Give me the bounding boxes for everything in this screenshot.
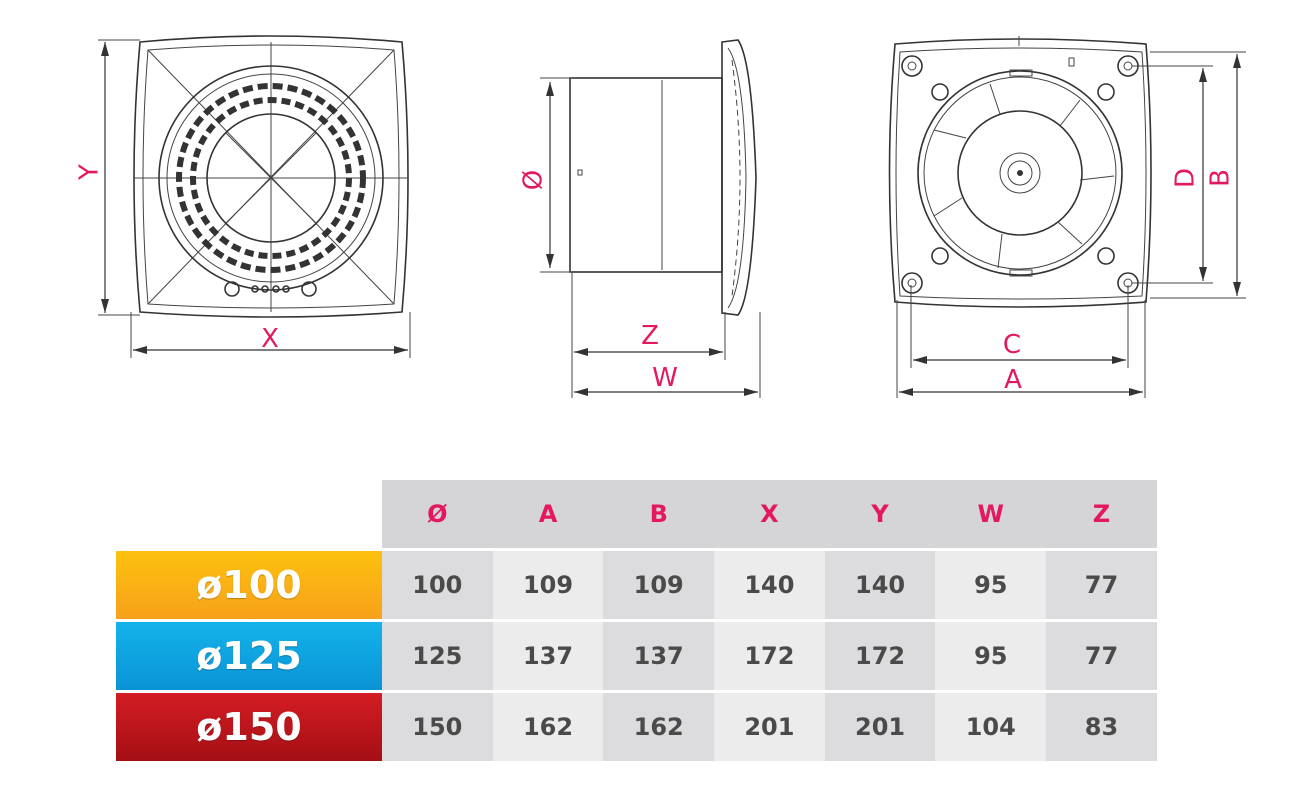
table-cell: 125 [382,622,493,690]
table-cell: 162 [492,693,604,761]
table-cell: 109 [603,551,715,619]
size-label: ø125 [116,622,382,690]
dim-label-a: A [1004,365,1022,395]
table-cell: 77 [1046,551,1157,619]
header-w: W [935,480,1047,548]
table-cell: 172 [714,622,825,690]
table-cell: 104 [935,693,1047,761]
header-z: Z [1046,480,1157,548]
dim-label-x: X [261,324,279,354]
dim-label-d: D [1171,168,1201,188]
table-cell: 140 [824,551,936,619]
table-cell: 150 [382,693,493,761]
table-cell: 83 [1046,693,1157,761]
header-blank [116,480,382,548]
side-view: Ø Z W [519,39,761,398]
table-cell: 109 [492,551,604,619]
table-cell: 201 [824,693,936,761]
table-cell: 77 [1046,622,1157,690]
dim-label-c: C [1003,330,1021,360]
dim-label-y: Y [75,164,105,181]
table-cell: 162 [603,693,715,761]
dim-label-z: Z [641,321,659,351]
table-cell: 100 [382,551,493,619]
header-diameter: Ø [382,480,493,548]
header-x: X [714,480,825,548]
header-b: B [603,480,715,548]
table-cell: 95 [935,622,1047,690]
size-label: ø150 [116,693,382,761]
technical-drawings: Y X Ø Z W [75,35,1246,398]
table-cell: 137 [492,622,604,690]
table-header-row: Ø A B X Y W Z [116,480,1157,548]
dim-label-diameter: Ø [519,170,549,190]
header-y: Y [824,480,936,548]
front-view: Y X [75,35,411,358]
size-label: ø100 [116,551,382,619]
dim-label-b: B [1206,169,1236,187]
table-cell: 201 [714,693,825,761]
header-a: A [492,480,604,548]
table-cell: 172 [824,622,936,690]
dim-label-w: W [652,363,678,393]
back-view: D B C A [888,36,1246,398]
table-cell: 140 [714,551,825,619]
table-cell: 137 [603,622,715,690]
table-cell: 95 [935,551,1047,619]
